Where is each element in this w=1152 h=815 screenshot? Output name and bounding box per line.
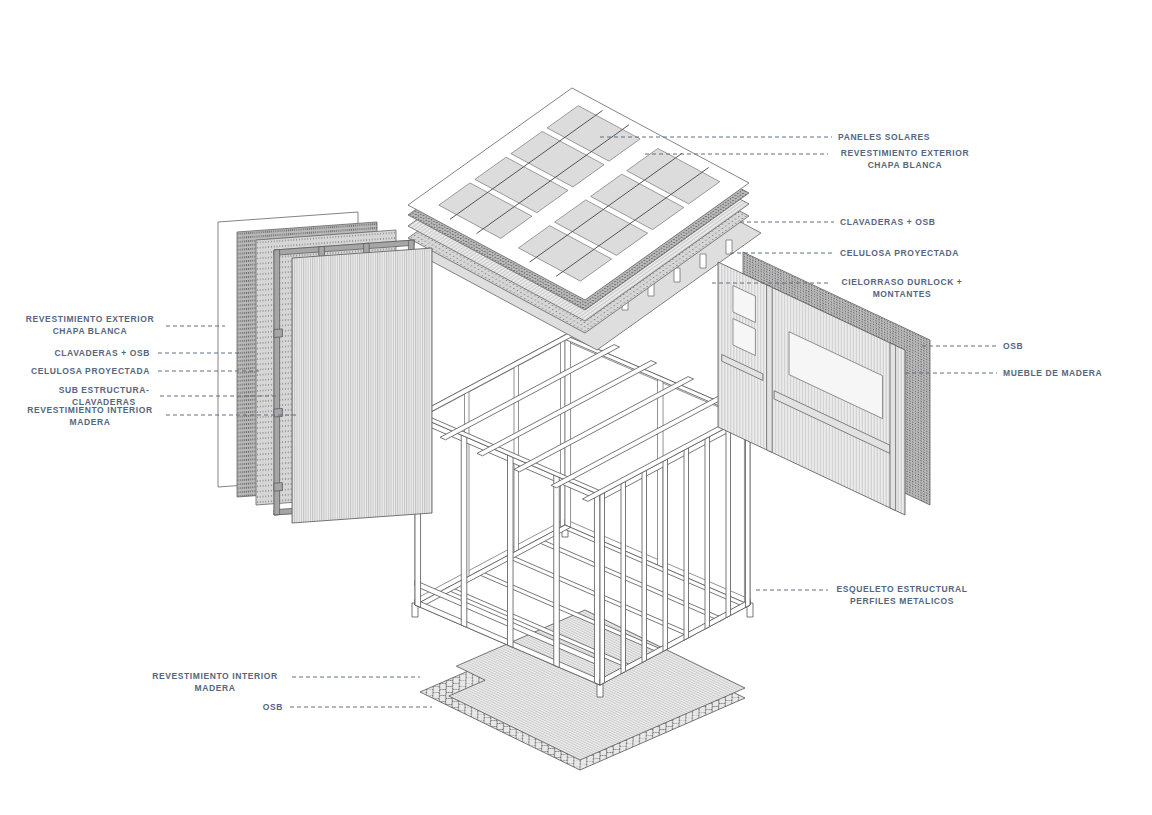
part-label: PANELES SOLARES <box>838 131 930 143</box>
part-label: CLAVADERAS + OSB <box>840 216 935 228</box>
part-label: REVESTIMIENTO INTERIOR MADERA <box>135 670 295 694</box>
part-label: CELULOSA PROYECTADA <box>840 247 959 259</box>
part-label: REVESTIMIENTO EXTERIOR CHAPA BLANCA <box>825 147 985 171</box>
frame-roof <box>403 329 762 502</box>
part-label: REVESTIMIENTO EXTERIOR CHAPA BLANCA <box>10 313 170 337</box>
wood-furniture <box>718 262 905 515</box>
part-label: OSB <box>263 701 283 713</box>
part-label: OSB <box>1003 340 1023 352</box>
wall-interior-wood <box>292 248 432 523</box>
part-label: CELULOSA PROYECTADA <box>31 365 150 377</box>
part-label: SUB ESTRUCTURA- CLAVADERAS <box>44 384 164 408</box>
part-label: CIELORRASO DURLOCK + MONTANTES <box>822 276 982 300</box>
drawing <box>218 88 930 770</box>
frame-front-right <box>600 415 750 685</box>
part-label: ESQUELETO ESTRUCTURAL PERFILES METALICOS <box>822 583 982 607</box>
part-label: CLAVADERAS + OSB <box>55 347 150 359</box>
leader-lines <box>158 137 997 707</box>
frame-front-left <box>415 415 600 685</box>
roof-sheet <box>408 88 749 300</box>
part-label: REVESTIMIENTO INTERIOR MADERA <box>10 404 170 428</box>
part-label: MUEBLE DE MADERA <box>1003 367 1102 379</box>
